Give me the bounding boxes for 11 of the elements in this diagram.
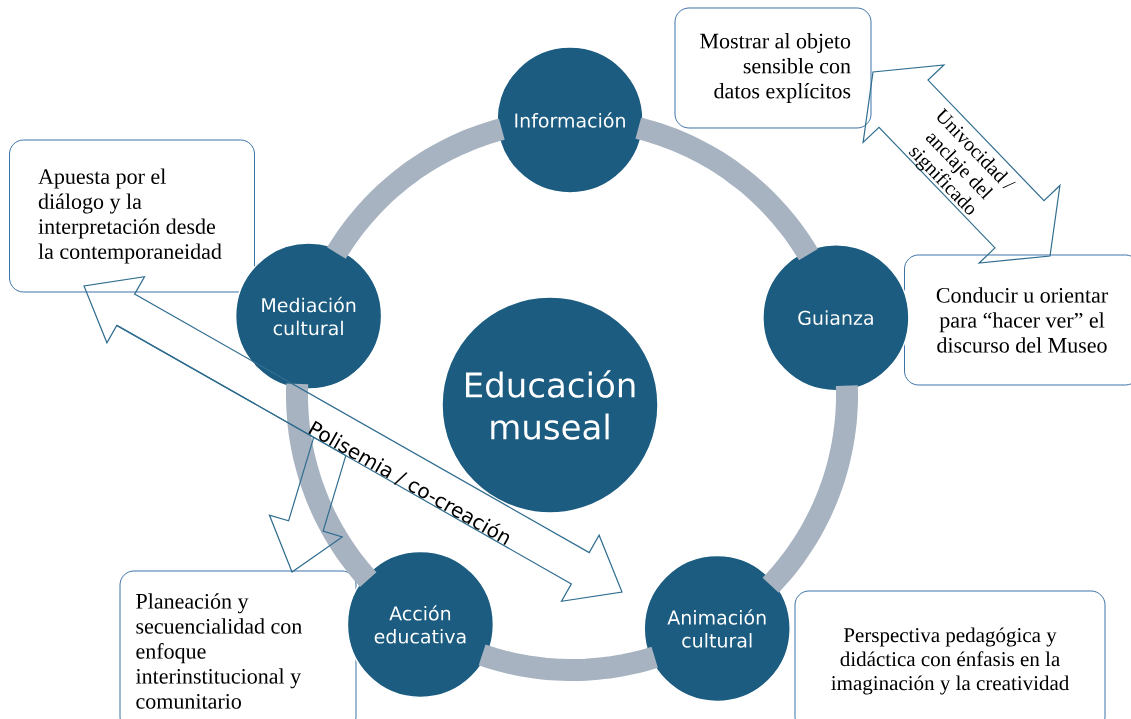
text-box: Perspectiva pedagógica y didáctica con énfasis en la imaginación y la creatividad <box>794 590 1106 719</box>
ring-segment <box>634 117 818 261</box>
ring-segment <box>476 644 661 681</box>
text-box: Planeación y secuencialidad con enfoque interinstitucional y comunitario <box>119 570 357 719</box>
text-box: Apuesta por el diálogo y la interpretación desde la contemporaneidad <box>9 139 255 293</box>
block-arrow <box>116 324 347 573</box>
text-box: Conducir u orientar para “hacer ver” el discurso del Museo <box>904 254 1131 386</box>
block-arrow <box>862 64 1061 264</box>
ring-segment <box>327 118 506 259</box>
text-box: Mostrar al objeto sensible con datos explícitos <box>674 7 872 129</box>
block-arrow <box>83 275 623 603</box>
